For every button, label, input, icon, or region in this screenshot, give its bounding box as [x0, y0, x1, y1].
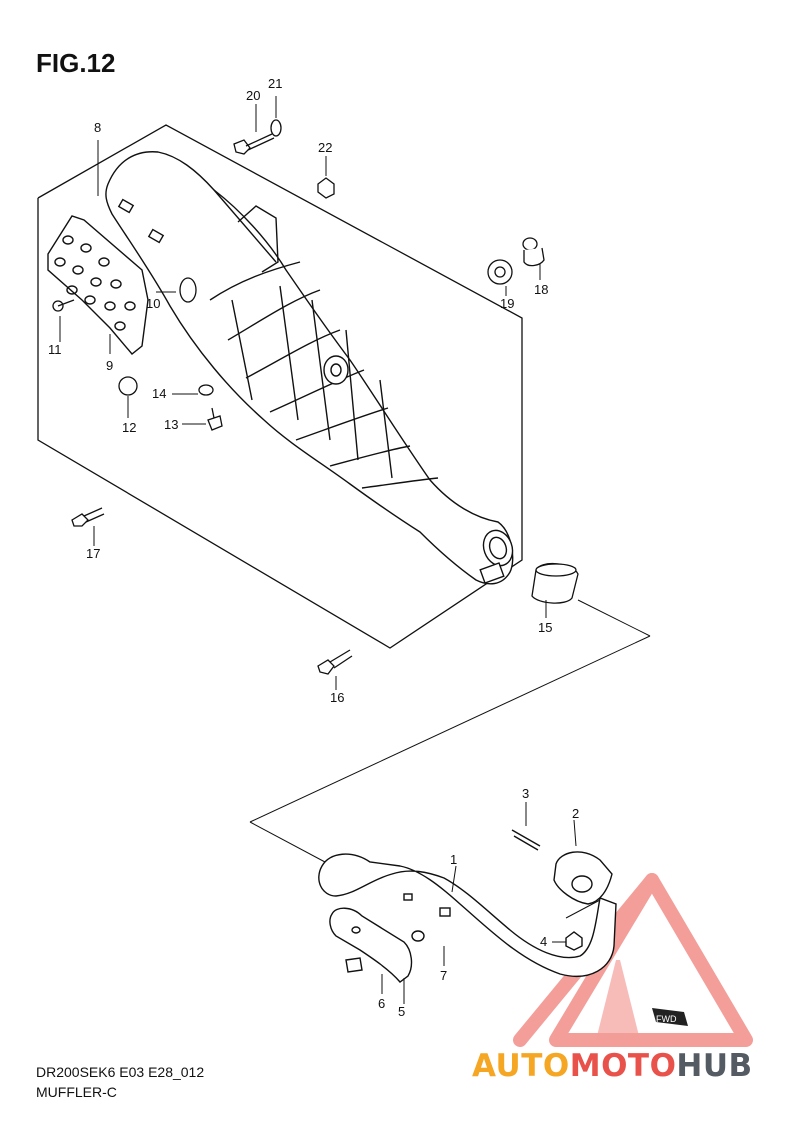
watermark-text-auto: AUTO — [472, 1048, 570, 1084]
exhaust-pipe-group — [318, 829, 617, 983]
callout-8: 8 — [94, 120, 101, 135]
fwd-arrow-icon: FWD — [652, 1008, 688, 1026]
callout-16: 16 — [330, 690, 344, 705]
callout-4: 4 — [540, 934, 547, 949]
watermark-text-moto: MOTO — [569, 1048, 677, 1084]
callout-17: 17 — [86, 546, 100, 561]
callout-18: 18 — [534, 282, 548, 297]
callout-11: 11 — [48, 342, 62, 357]
callout-20: 20 — [246, 88, 260, 103]
callout-14: 14 — [152, 386, 166, 401]
callout-15: 15 — [538, 620, 552, 635]
drawing-code: DR200SEK6 E03 E28_012 — [36, 1064, 205, 1080]
callout-labels: 8 20 21 22 10 11 9 12 14 13 19 18 17 16 … — [48, 76, 579, 1019]
callout-3: 3 — [522, 786, 529, 801]
callout-12: 12 — [122, 420, 136, 435]
callout-19: 19 — [500, 296, 514, 311]
muffler — [105, 151, 514, 585]
callout-13: 13 — [164, 417, 178, 432]
watermark-logo-text: AUTOMOTOHUB — [472, 1048, 753, 1084]
callout-1: 1 — [450, 852, 457, 867]
callout-22: 22 — [318, 140, 332, 155]
callout-2: 2 — [572, 806, 579, 821]
hardware-top — [52, 119, 579, 675]
callout-10: 10 — [146, 296, 160, 311]
callout-6: 6 — [378, 996, 385, 1011]
fwd-label: FWD — [656, 1014, 677, 1024]
callout-5: 5 — [398, 1004, 405, 1019]
callout-9: 9 — [106, 358, 113, 373]
watermark-text-hub: HUB — [676, 1048, 753, 1084]
figure-title: FIG.12 — [36, 48, 116, 78]
muffler-protector — [47, 215, 149, 355]
leader-lines — [59, 96, 577, 1004]
muffler-group-outline — [37, 124, 523, 649]
callout-21: 21 — [268, 76, 282, 91]
callout-7: 7 — [440, 968, 447, 983]
drawing-name: MUFFLER-C — [36, 1084, 117, 1100]
